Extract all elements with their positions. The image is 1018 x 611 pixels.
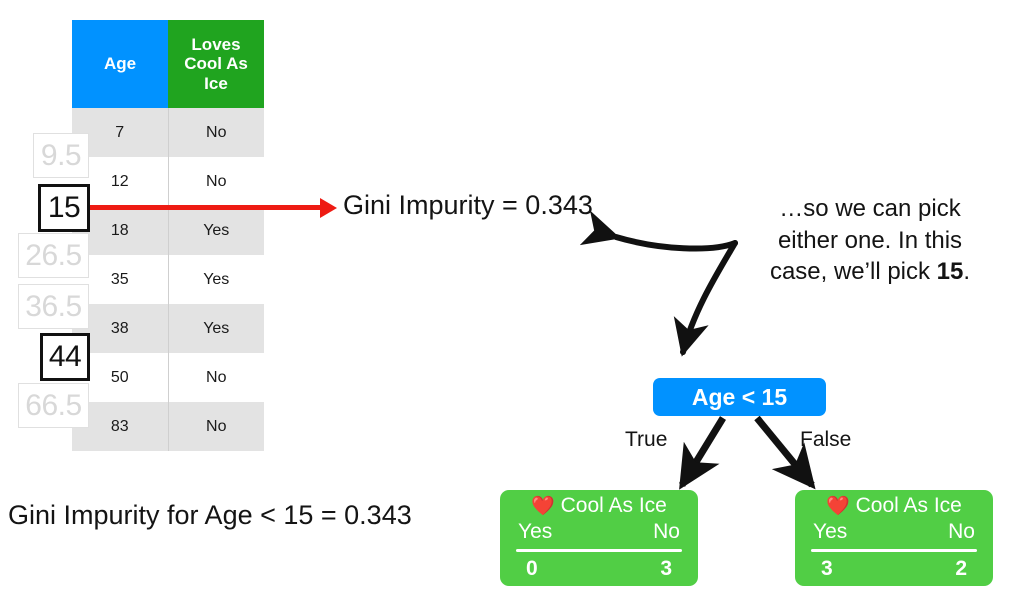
loves-header-line1: Loves: [191, 35, 241, 55]
cell-loves: No: [168, 157, 264, 206]
leaf-column-headers: Yes No: [514, 520, 684, 543]
edge-label-false: False: [800, 428, 852, 451]
leaf-val-no: 3: [660, 556, 672, 580]
note-line-1: …so we can pick: [779, 195, 961, 222]
threshold-box-26-5[interactable]: 26.5: [18, 233, 89, 278]
cell-loves: Yes: [168, 206, 264, 255]
threshold-box-44[interactable]: 44: [40, 333, 90, 381]
gini-impurity-callout: Gini Impurity = 0.343: [343, 190, 593, 220]
loves-header-line2: Cool As: [184, 54, 248, 74]
leaf-title: ❤️ Cool As Ice: [514, 494, 684, 517]
cell-loves: Yes: [168, 304, 264, 353]
table-row: 7 No: [72, 108, 264, 157]
table-body: 7 No 12 No 18 Yes 35 Yes 38 Yes 50 No: [72, 108, 264, 451]
curved-arrow-to-gini: [579, 210, 738, 252]
leaf-val-yes: 0: [526, 556, 538, 580]
leaf-values: 3 2: [809, 556, 979, 580]
threshold-box-66-5[interactable]: 66.5: [18, 383, 89, 428]
split-line: [85, 205, 325, 210]
threshold-box-15[interactable]: 15: [38, 184, 90, 232]
leaf-node-true[interactable]: ❤️ Cool As Ice Yes No 0 3: [500, 490, 698, 586]
leaf-val-yes: 3: [821, 556, 833, 580]
leaf-column-headers: Yes No: [809, 520, 979, 543]
note-line-3-value: 15: [936, 258, 964, 286]
cell-loves: No: [168, 353, 264, 402]
curved-arrow-to-node: [673, 240, 738, 357]
threshold-box-36-5[interactable]: 36.5: [18, 284, 89, 329]
leaf-title: ❤️ Cool As Ice: [809, 494, 979, 517]
column-header-loves-cool-as-ice: Loves Cool As Ice: [168, 20, 264, 108]
note-line-3: case, we’ll pick 15.: [735, 256, 1005, 288]
table-row: 12 No: [72, 157, 264, 206]
leaf-col-no: No: [948, 520, 975, 543]
note-line-3-suffix: .: [963, 258, 971, 286]
cell-loves: Yes: [168, 255, 264, 304]
table-row: 50 No: [72, 353, 264, 402]
cell-loves: No: [168, 402, 264, 451]
leaf-values: 0 3: [514, 556, 684, 580]
leaf-val-no: 2: [955, 556, 967, 580]
leaf-divider: [811, 549, 977, 552]
cell-loves: No: [168, 108, 264, 157]
leaf-node-false[interactable]: ❤️ Cool As Ice Yes No 3 2: [795, 490, 993, 586]
table-row: 83 No: [72, 402, 264, 451]
note-line-2: either one. In this: [777, 226, 963, 254]
age-loves-table: Age Loves Cool As Ice 7 No 12 No 18 Yes: [72, 20, 264, 451]
table-header-row: Age Loves Cool As Ice: [72, 20, 264, 108]
table-row: 18 Yes: [72, 206, 264, 255]
table-row: 38 Yes: [72, 304, 264, 353]
edge-label-true: True: [625, 428, 668, 451]
edge-true: [679, 416, 726, 490]
loves-header-line3: Ice: [204, 73, 228, 93]
table-header: Age Loves Cool As Ice: [72, 20, 264, 108]
explanation-note: …so we can pick either one. In this case…: [735, 193, 1005, 288]
leaf-title-text: Cool As Ice: [855, 494, 962, 517]
tree-root-node[interactable]: Age < 15: [653, 378, 826, 416]
threshold-box-9-5[interactable]: 9.5: [33, 133, 89, 178]
table-row: 35 Yes: [72, 255, 264, 304]
leaf-col-yes: Yes: [813, 520, 848, 543]
leaf-divider: [516, 549, 682, 552]
split-arrow-head-icon: [320, 198, 337, 218]
leaf-col-yes: Yes: [518, 520, 553, 543]
heart-icon: ❤️: [826, 496, 850, 517]
leaf-col-no: No: [653, 520, 680, 543]
heart-icon: ❤️: [531, 496, 555, 517]
column-header-age: Age: [72, 20, 168, 108]
bottom-gini-statement: Gini Impurity for Age < 15 = 0.343: [8, 500, 412, 530]
leaf-title-text: Cool As Ice: [560, 494, 667, 517]
note-line-3-prefix: case, we’ll pick: [769, 258, 937, 286]
